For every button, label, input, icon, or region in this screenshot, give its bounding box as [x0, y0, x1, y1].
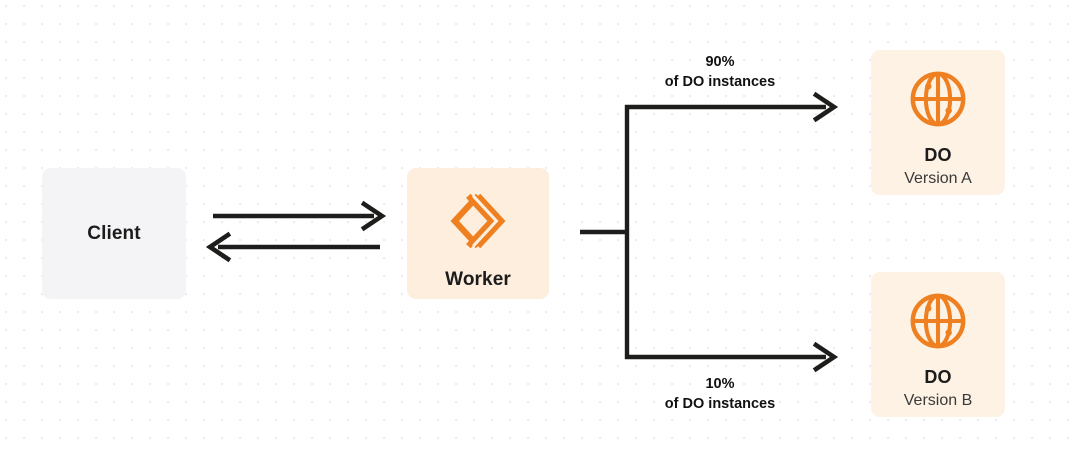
edge-worker-fork [580, 105, 630, 359]
do-b-sublabel: Version B [903, 391, 973, 409]
edge-worker-to-do-b [625, 341, 839, 373]
edge-label-do-b-percent: 10% [705, 376, 735, 392]
node-worker[interactable]: Worker [407, 168, 549, 299]
edge-worker-to-do-a [625, 91, 839, 123]
edge-label-do-a: 90% of DO instances [620, 52, 820, 92]
edge-worker-to-client [205, 231, 380, 263]
edge-label-do-a-description: of DO instances [664, 74, 776, 90]
do-b-label: DO [924, 367, 952, 387]
edge-label-do-b-description: of DO instances [664, 396, 776, 412]
do-a-sublabel: Version A [904, 169, 972, 187]
do-a-label: DO [924, 145, 952, 165]
globe-icon [907, 68, 969, 135]
cloudflare-workers-icon [447, 190, 509, 257]
edge-label-do-a-percent: 90% [705, 54, 735, 70]
edge-client-to-worker [213, 200, 387, 232]
client-label: Client [87, 222, 141, 244]
edge-label-do-b: 10% of DO instances [620, 374, 820, 414]
node-client[interactable]: Client [42, 168, 186, 299]
globe-icon [907, 290, 969, 357]
node-do-version-a[interactable]: DO Version A [871, 50, 1005, 195]
node-do-version-b[interactable]: DO Version B [871, 272, 1005, 417]
worker-label: Worker [445, 269, 511, 290]
